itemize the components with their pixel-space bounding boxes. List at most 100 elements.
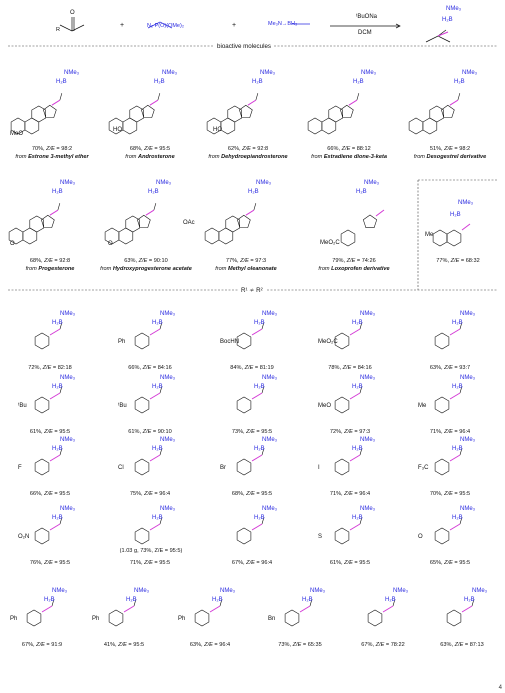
h2b-label: H₂B [152, 384, 163, 390]
bio-source: from Methyl oleanonate [215, 266, 277, 272]
nme3-label: NMe₃ [262, 311, 278, 317]
scope-yield: 66%, Z/E = 84:16 [128, 365, 172, 371]
h2b-label: H₂B [352, 320, 363, 326]
scope-yield: 66%, Z/E = 95:5 [29, 491, 71, 497]
scope-yield: 61%, Z/E = 90:10 [128, 429, 172, 435]
nme3-label: NMe₃ [262, 375, 278, 381]
nme3-label: NMe₃ [360, 311, 376, 317]
nme3-label: NMe₃ [60, 437, 76, 443]
h2b-label: H₂B [356, 189, 367, 195]
diazo-reagent: N₂ P(O)(OMe)₂ [147, 23, 184, 29]
h2b-label: H₂B [152, 515, 163, 521]
bio-source: from Dehydroepiandrosterone [208, 154, 288, 160]
nme3-label: NMe₃ [156, 180, 172, 186]
ho-label: HO [113, 127, 122, 133]
nme3-label: NMe₃ [60, 180, 76, 186]
bio-yield: 68%, Z/E = 95:5 [129, 146, 171, 152]
nme3-label: NMe₃ [52, 588, 68, 594]
gram-scale-note: (1.03 g, 73%, Z/E = 95:5) [119, 548, 183, 554]
h2b-label: H₂B [353, 79, 364, 85]
scope-yield: 71%, Z/E = 96:4 [429, 429, 471, 435]
section-ring: R¹ ≁ R² [238, 287, 266, 294]
ho-label: HO [213, 127, 222, 133]
me-label: Me [425, 232, 434, 238]
scope-yield: 67%, Z/E = 91:9 [21, 642, 63, 648]
bn-label: Bn [268, 616, 276, 622]
plus-1: + [120, 22, 125, 29]
scope-yield: 41%, Z/E = 95:5 [103, 642, 145, 648]
h2b-label: H₂B [126, 597, 137, 603]
scope-yield: 84%, Z/E = 81:19 [230, 365, 274, 371]
co2me-label: MeO₂C [318, 339, 338, 345]
bio-source: from Loxoprofen derivative [318, 266, 390, 272]
h2b-label: H₂B [452, 446, 463, 452]
h2b-label: H₂B [252, 79, 263, 85]
plus-2: + [232, 22, 237, 29]
scope-yield: 63%, Z/E = 96:4 [189, 642, 231, 648]
bio-source: from Hydroxyprogesterone acetate [100, 266, 192, 272]
nme3-label: NMe₃ [64, 70, 80, 76]
scope-yield: 61%, Z/E = 95:5 [29, 429, 71, 435]
oxygen-label: O [70, 10, 75, 16]
nme3-label: NMe₃ [360, 375, 376, 381]
bio-yield: 63%, Z/E = 90:10 [124, 258, 168, 264]
bio-yield: 51%, Z/E = 98:2 [429, 146, 471, 152]
h2b-label: H₂B [154, 79, 165, 85]
cl-label: Cl [118, 465, 124, 471]
scope-yield: 61%, Z/E = 95:5 [329, 560, 371, 566]
scope-yield: 67%, Z/E = 78:22 [361, 642, 405, 648]
h2b-label: H₂B [254, 384, 265, 390]
product-h2b: H₂B [442, 17, 453, 23]
side-box-yield: 77%, Z/E = 68:32 [436, 258, 480, 264]
h2b-label: H₂B [56, 79, 67, 85]
h2b-label: H₂B [52, 515, 63, 521]
meo-label: MeO [10, 131, 24, 137]
scope-yield: 63%, Z/E = 87:13 [440, 642, 484, 648]
amine-borane: Me₃N→BH₃ [268, 21, 298, 27]
ph-label: Ph [118, 339, 126, 345]
solvent: DCM [358, 30, 372, 36]
nme3-label: NMe₃ [472, 588, 488, 594]
bio-source: from Estradiene dione-3-keta [311, 154, 387, 160]
nme3-label: NMe₃ [262, 506, 278, 512]
nme3-label: NMe₃ [262, 437, 278, 443]
bio-yield: 79%, Z/E = 74:26 [332, 258, 376, 264]
page-number: 4 [498, 685, 502, 691]
nme3-label: NMe₃ [460, 375, 476, 381]
scope-yield: 76%, Z/E = 95:5 [29, 560, 71, 566]
nme3-label: NMe₃ [256, 180, 272, 186]
nme3-label: NMe₃ [361, 70, 377, 76]
nme3-label: NMe₃ [162, 70, 178, 76]
h2b-label: H₂B [452, 515, 463, 521]
h2b-label: H₂B [454, 79, 465, 85]
f-label: F [18, 465, 22, 471]
h2b-label: H₂B [52, 189, 63, 195]
nme3-label: NMe₃ [60, 506, 76, 512]
scope-yield: 72%, Z/E = 82:18 [28, 365, 72, 371]
bio-source: from Desogestrel derivative [413, 154, 487, 160]
h2b-label: H₂B [254, 446, 265, 452]
h2b-label: H₂B [302, 597, 313, 603]
product-nme3: NMe₃ [446, 6, 462, 12]
boc-label: BocHN [220, 339, 240, 345]
h2b-label: H₂B [352, 446, 363, 452]
h2b-label: H₂B [452, 384, 463, 390]
bio-yield: 70%, Z/E = 98:2 [31, 146, 73, 152]
h2b-label: H₂B [254, 320, 265, 326]
oac-label: OAc [183, 220, 195, 226]
scope-yield: 71%, Z/E = 95:5 [129, 560, 171, 566]
h2b-label: H₂B [254, 515, 265, 521]
bu-label: ᵗBu [118, 403, 127, 409]
nme3-label: NMe₃ [310, 588, 326, 594]
scope-yield: 65%, Z/E = 95:5 [429, 560, 471, 566]
scope-yield: 75%, Z/E = 96:4 [129, 491, 171, 497]
scope-yield: 67%, Z/E = 96:4 [231, 560, 273, 566]
o-label: O [108, 241, 113, 247]
h2b-label: H₂B [52, 384, 63, 390]
bio-yield: 68%, Z/E = 92:8 [29, 258, 71, 264]
scope-yield: 72%, Z/E = 97:3 [329, 429, 371, 435]
h2b-label: H₂B [464, 597, 475, 603]
bio-yield: 77%, Z/E = 97:3 [225, 258, 267, 264]
nme3-label: NMe₃ [220, 588, 236, 594]
